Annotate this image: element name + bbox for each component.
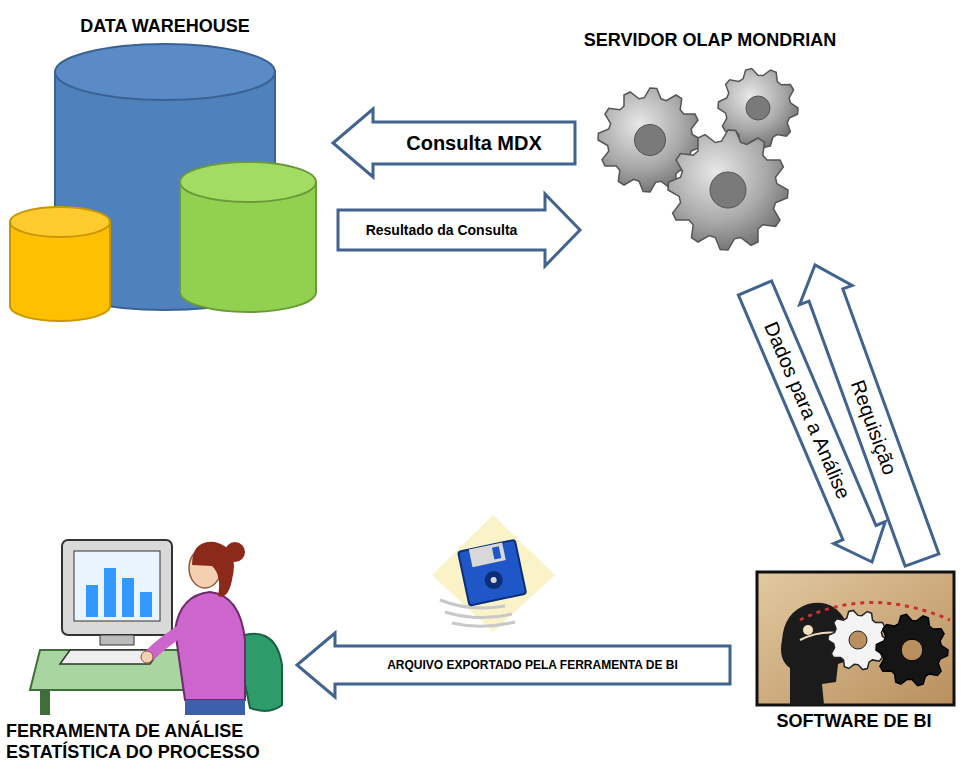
database-cylinders [10,44,316,321]
arrow-label: Requisição [846,377,901,478]
gear-hole [901,639,923,661]
arrow-label: Resultado da Consulta [366,222,518,238]
gear-hole [710,172,746,208]
gear [668,130,788,250]
node-title: SOFTWARE DE BI [776,711,931,733]
gear-icons [598,69,798,251]
illustrated-node: FERRAMENTA DE ANÁLISE ESTATÍSTICA DO PRO… [0,530,330,768]
block-arrow [297,633,730,697]
gear-hole [849,631,867,649]
illustrated-node: SOFTWARE DE BI [750,565,958,755]
illustrated-node: SERVIDOR OLAP MONDRIAN [560,20,860,260]
gear-hole [634,124,665,155]
node-title: DATA WAREHOUSE [80,16,250,38]
node-title: SERVIDOR OLAP MONDRIAN [584,30,836,52]
gear [876,614,948,685]
analyst-at-computer [30,540,282,715]
bi-software-icon [757,572,954,705]
arrow-label: Dados para a Análise [759,318,855,502]
illustrated-node: DATA WAREHOUSE [5,10,325,330]
block-arrow [338,194,580,266]
bi-gear-icons [828,610,948,685]
gear-hole [746,96,770,120]
node-title: FERRAMENTA DE ANÁLISE ESTATÍSTICA DO PRO… [6,721,326,764]
block-arrow [333,109,575,177]
gear [828,610,888,669]
floppy-disk-icon [432,515,555,632]
arrow-label: ARQUIVO EXPORTADO PELA FERRAMENTA DE BI [387,658,678,672]
arrow-label: Consulta MDX [406,132,542,155]
